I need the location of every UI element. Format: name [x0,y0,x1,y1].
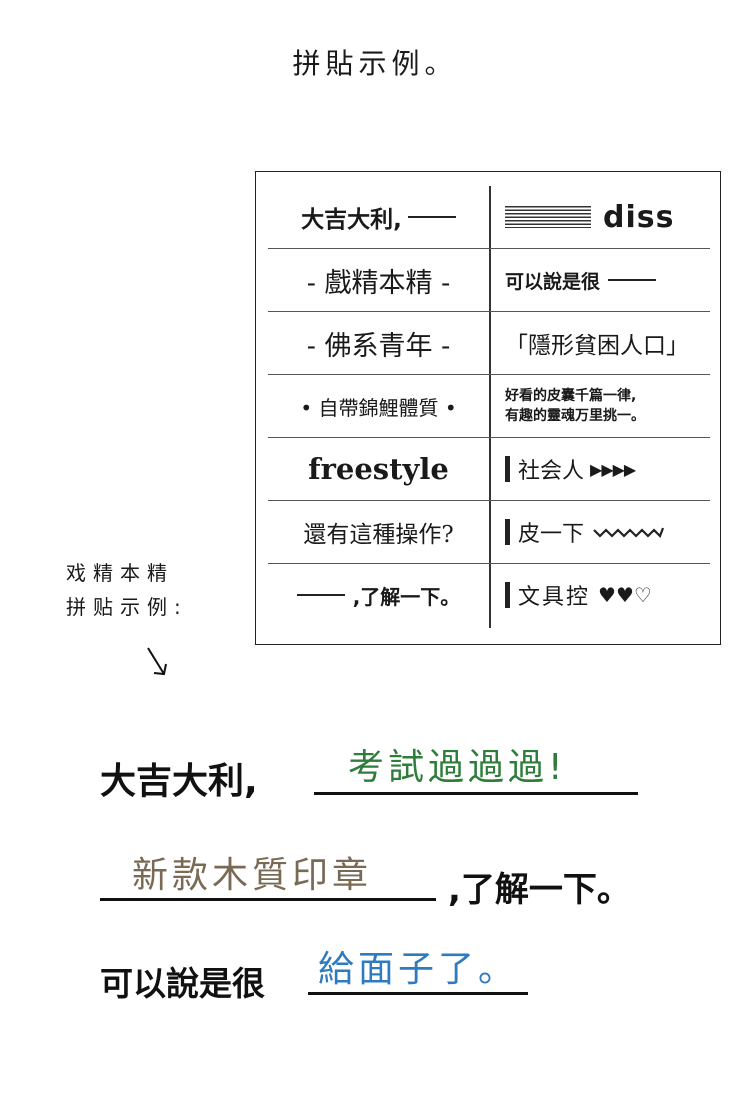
hearts-icon: ♥♥♡ [598,583,652,607]
example-handwritten-text: 考試過過過! [348,747,567,788]
arrows-icon: ▶▶▶▶ [590,459,636,479]
bar-decoration [505,582,510,608]
stamp-cell-left: • 自帶錦鯉體質 • [268,375,489,437]
stamp-cell-left: freestyle [268,438,489,500]
stamp-cell-right: 皮一下 [503,501,710,563]
stamp-text: 可以說是很 [505,270,601,293]
example-handwritten-text: 給面子了。 [318,949,519,990]
row-divider [268,311,710,313]
example-printed-text: ,了解一下。 [448,870,631,910]
stamp-text: 「隱形貧困人口」 [505,333,689,359]
side-note-line: 戏精本精 [66,561,174,585]
stamp-text: 文具控 [518,585,591,610]
example-printed-text: 大吉大利, [100,761,258,802]
row-divider [268,563,710,565]
row-divider [268,374,710,376]
page-title: 拼貼示例。 [292,47,458,80]
stamp-text: 皮一下 [518,522,585,547]
row-divider [268,500,710,502]
stamp-text: 好看的皮囊千篇一律, [505,388,637,404]
stamp-text: diss [603,199,675,235]
stamp-text: • 自帶錦鯉體質 • [300,395,457,420]
stamp-cell-right: 好看的皮囊千篇一律, 有趣的靈魂万里挑一。 [503,375,710,437]
stamp-text: - 戲精本精 - [306,267,451,299]
stamp-row: ,了解一下。 文具控 ♥♥♡ [268,564,710,626]
stamp-cell-right: 社会人 ▶▶▶▶ [503,438,710,500]
stamp-text: 有趣的靈魂万里挑一。 [505,408,645,424]
stamp-text: 還有這種操作? [303,522,454,548]
blank-line [296,594,345,596]
stamp-cell-left: 大吉大利, [268,186,489,248]
stamp-text: ,了解一下。 [352,584,461,609]
stamp-row: - 佛系青年 - 「隱形貧困人口」 [268,312,710,374]
example-underline [314,792,638,795]
example-underline [308,992,528,995]
bar-decoration [505,519,510,545]
stamp-sheet: 大吉大利, diss - 戲精本精 - 可以說是很 - 佛系青年 - 「隱形貧困… [255,171,721,645]
stamp-text: 社会人 [518,459,585,484]
stamp-row: freestyle 社会人 ▶▶▶▶ [268,438,710,500]
stamp-cell-right: diss [503,186,710,248]
stamp-cell-left: - 佛系青年 - [268,312,489,374]
row-divider [268,437,710,439]
stamp-cell-left: ,了解一下。 [268,564,489,626]
arrow-down-right-icon [147,647,167,676]
stripes-decoration [505,206,591,228]
sheet-divider [489,186,491,628]
blank-line [407,216,456,218]
stamp-row: 還有這種操作? 皮一下 [268,501,710,563]
stamp-cell-right: 可以說是很 [503,249,710,311]
side-note-line: 拼贴示例: [66,595,188,619]
wave-icon [593,527,665,538]
blank-line [608,279,657,281]
bar-decoration [505,456,510,482]
row-divider [268,248,710,250]
stamp-cell-right: 「隱形貧困人口」 [503,312,710,374]
example-printed-text: 可以說是很 [100,964,265,1003]
stamp-text: 大吉大利, [301,207,402,233]
stamp-cell-left: - 戲精本精 - [268,249,489,311]
side-note: 戏精本精 拼贴示例: [66,556,226,624]
example-underline [100,898,436,901]
stamp-row: • 自帶錦鯉體質 • 好看的皮囊千篇一律, 有趣的靈魂万里挑一。 [268,375,710,437]
stamp-cell-right: 文具控 ♥♥♡ [503,564,710,626]
example-handwritten-text: 新款木質印章 [132,855,373,896]
stamp-cell-left: 還有這種操作? [268,501,489,563]
stamp-text: - 佛系青年 - [306,330,451,362]
stamp-row: - 戲精本精 - 可以說是很 [268,249,710,311]
stamp-row: 大吉大利, diss [268,186,710,248]
stamp-text: freestyle [308,452,449,486]
